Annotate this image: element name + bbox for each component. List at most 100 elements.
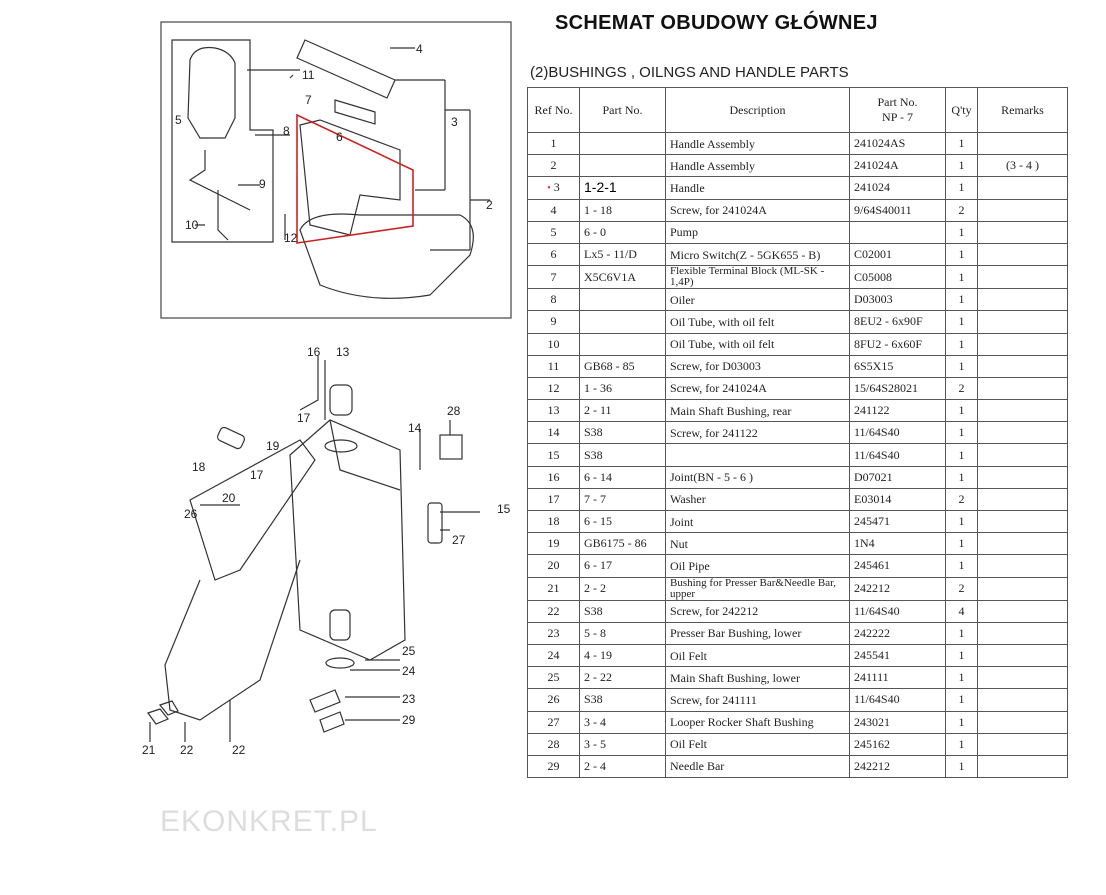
callout-8: 8 xyxy=(283,124,290,138)
cell-remarks xyxy=(977,242,1068,267)
cell-description: Main Shaft Bushing, lower xyxy=(665,666,850,690)
cell-description: Joint xyxy=(665,509,850,534)
cell-part-no-np7: 241024AS xyxy=(849,131,946,156)
cell-description: Screw, for D03003 xyxy=(665,354,850,378)
cell-description: Needle Bar xyxy=(665,754,850,779)
cell-part-no-np7: D03003 xyxy=(849,288,946,312)
cell-description: Handle xyxy=(665,176,850,200)
cell-qty: 1 xyxy=(945,465,978,489)
cell-remarks xyxy=(977,220,1068,244)
cell-ref-no: 2 xyxy=(527,154,580,178)
cell-part-no-np7: 241111 xyxy=(849,666,946,690)
cell-part-no-np7: 11/64S40 xyxy=(849,688,946,712)
cell-part-no: 1-2-1 xyxy=(579,176,666,200)
cell-description: Oil Pipe xyxy=(665,554,850,578)
cell-remarks xyxy=(977,688,1068,712)
cell-part-no: 3 - 5 xyxy=(579,732,666,756)
cell-part-no-np7: 245461 xyxy=(849,554,946,578)
cell-part-no-np7: C02001 xyxy=(849,242,946,267)
cell-part-no: 6 - 15 xyxy=(579,509,666,534)
cell-qty: 1 xyxy=(945,509,978,534)
cell-remarks xyxy=(977,554,1068,578)
cell-part-no-np7: 241024 xyxy=(849,176,946,200)
cell-part-no: 7 - 7 xyxy=(579,487,666,512)
cell-ref-no: 17 xyxy=(527,487,580,512)
cell-remarks xyxy=(977,265,1068,290)
cell-part-no-np7: 15/64S28021 xyxy=(849,376,946,401)
cell-qty: 1 xyxy=(945,220,978,244)
callout-20: 20 xyxy=(222,491,236,505)
cell-remarks xyxy=(977,131,1068,156)
callout-22b: 22 xyxy=(232,743,246,757)
cell-part-no-np7: 6S5X15 xyxy=(849,354,946,378)
cell-remarks xyxy=(977,465,1068,489)
cell-qty: 1 xyxy=(945,265,978,290)
cell-ref-no: 15 xyxy=(527,443,580,467)
cell-remarks xyxy=(977,532,1068,556)
cell-part-no-np7: 8EU2 - 6x90F xyxy=(849,310,946,334)
cell-qty: 1 xyxy=(945,154,978,178)
callout-27: 27 xyxy=(452,533,466,547)
callout-16: 16 xyxy=(307,345,321,359)
cell-remarks xyxy=(977,443,1068,467)
cell-ref-no: •3 xyxy=(527,176,580,200)
cell-remarks xyxy=(977,576,1068,601)
cell-description: Main Shaft Bushing, rear xyxy=(665,399,850,423)
cell-part-no xyxy=(579,154,666,178)
cell-part-no-np7: 241122 xyxy=(849,399,946,423)
cell-part-no: 2 - 22 xyxy=(579,666,666,690)
cell-part-no-np7: 245162 xyxy=(849,732,946,756)
callout-25: 25 xyxy=(402,644,416,658)
callout-13: 13 xyxy=(336,345,350,359)
callout-11: 11 xyxy=(302,68,315,82)
cell-description: Screw, for 242212 xyxy=(665,599,850,623)
cell-qty: 1 xyxy=(945,310,978,334)
cell-remarks xyxy=(977,421,1068,445)
cell-part-no: Lx5 - 11/D xyxy=(579,242,666,267)
cell-qty: 2 xyxy=(945,376,978,401)
header-qty: Q'ty xyxy=(945,87,978,133)
cell-part-no: 6 - 14 xyxy=(579,465,666,489)
callout-15: 15 xyxy=(497,502,511,516)
cell-ref-no: 19 xyxy=(527,532,580,556)
cell-qty: 1 xyxy=(945,354,978,378)
cell-part-no-np7: 241024A xyxy=(849,154,946,178)
cell-qty: 1 xyxy=(945,666,978,690)
header-part-no-np7: Part No.NP - 7 xyxy=(849,87,946,133)
cell-qty: 1 xyxy=(945,688,978,712)
cell-description: Handle Assembly xyxy=(665,131,850,156)
cell-ref-no: 7 xyxy=(527,265,580,290)
cell-part-no-np7: 1N4 xyxy=(849,532,946,556)
cell-part-no-np7: 242222 xyxy=(849,621,946,645)
header-part-no: Part No. xyxy=(579,87,666,133)
callout-17b: 17 xyxy=(250,468,264,482)
cell-description: Oiler xyxy=(665,288,850,312)
cell-ref-no: 13 xyxy=(527,399,580,423)
cell-part-no: 1 - 18 xyxy=(579,198,666,222)
cell-remarks xyxy=(977,376,1068,401)
cell-description: Washer xyxy=(665,487,850,512)
cell-part-no-np7: 11/64S40 xyxy=(849,421,946,445)
cell-ref-no: 20 xyxy=(527,554,580,578)
cell-part-no: S38 xyxy=(579,421,666,445)
callout-12: 12 xyxy=(284,231,298,245)
cell-description: Oil Felt xyxy=(665,643,850,668)
cell-ref-no: 1 xyxy=(527,131,580,156)
top-diagram-callouts: 4 11 7 6 5 8 3 9 2 10 12 xyxy=(175,42,493,245)
cell-qty: 1 xyxy=(945,399,978,423)
cell-remarks xyxy=(977,599,1068,623)
cell-ref-no: 21 xyxy=(527,576,580,601)
cell-remarks xyxy=(977,310,1068,334)
cell-ref-no: 11 xyxy=(527,354,580,378)
cell-description: Handle Assembly xyxy=(665,154,850,178)
